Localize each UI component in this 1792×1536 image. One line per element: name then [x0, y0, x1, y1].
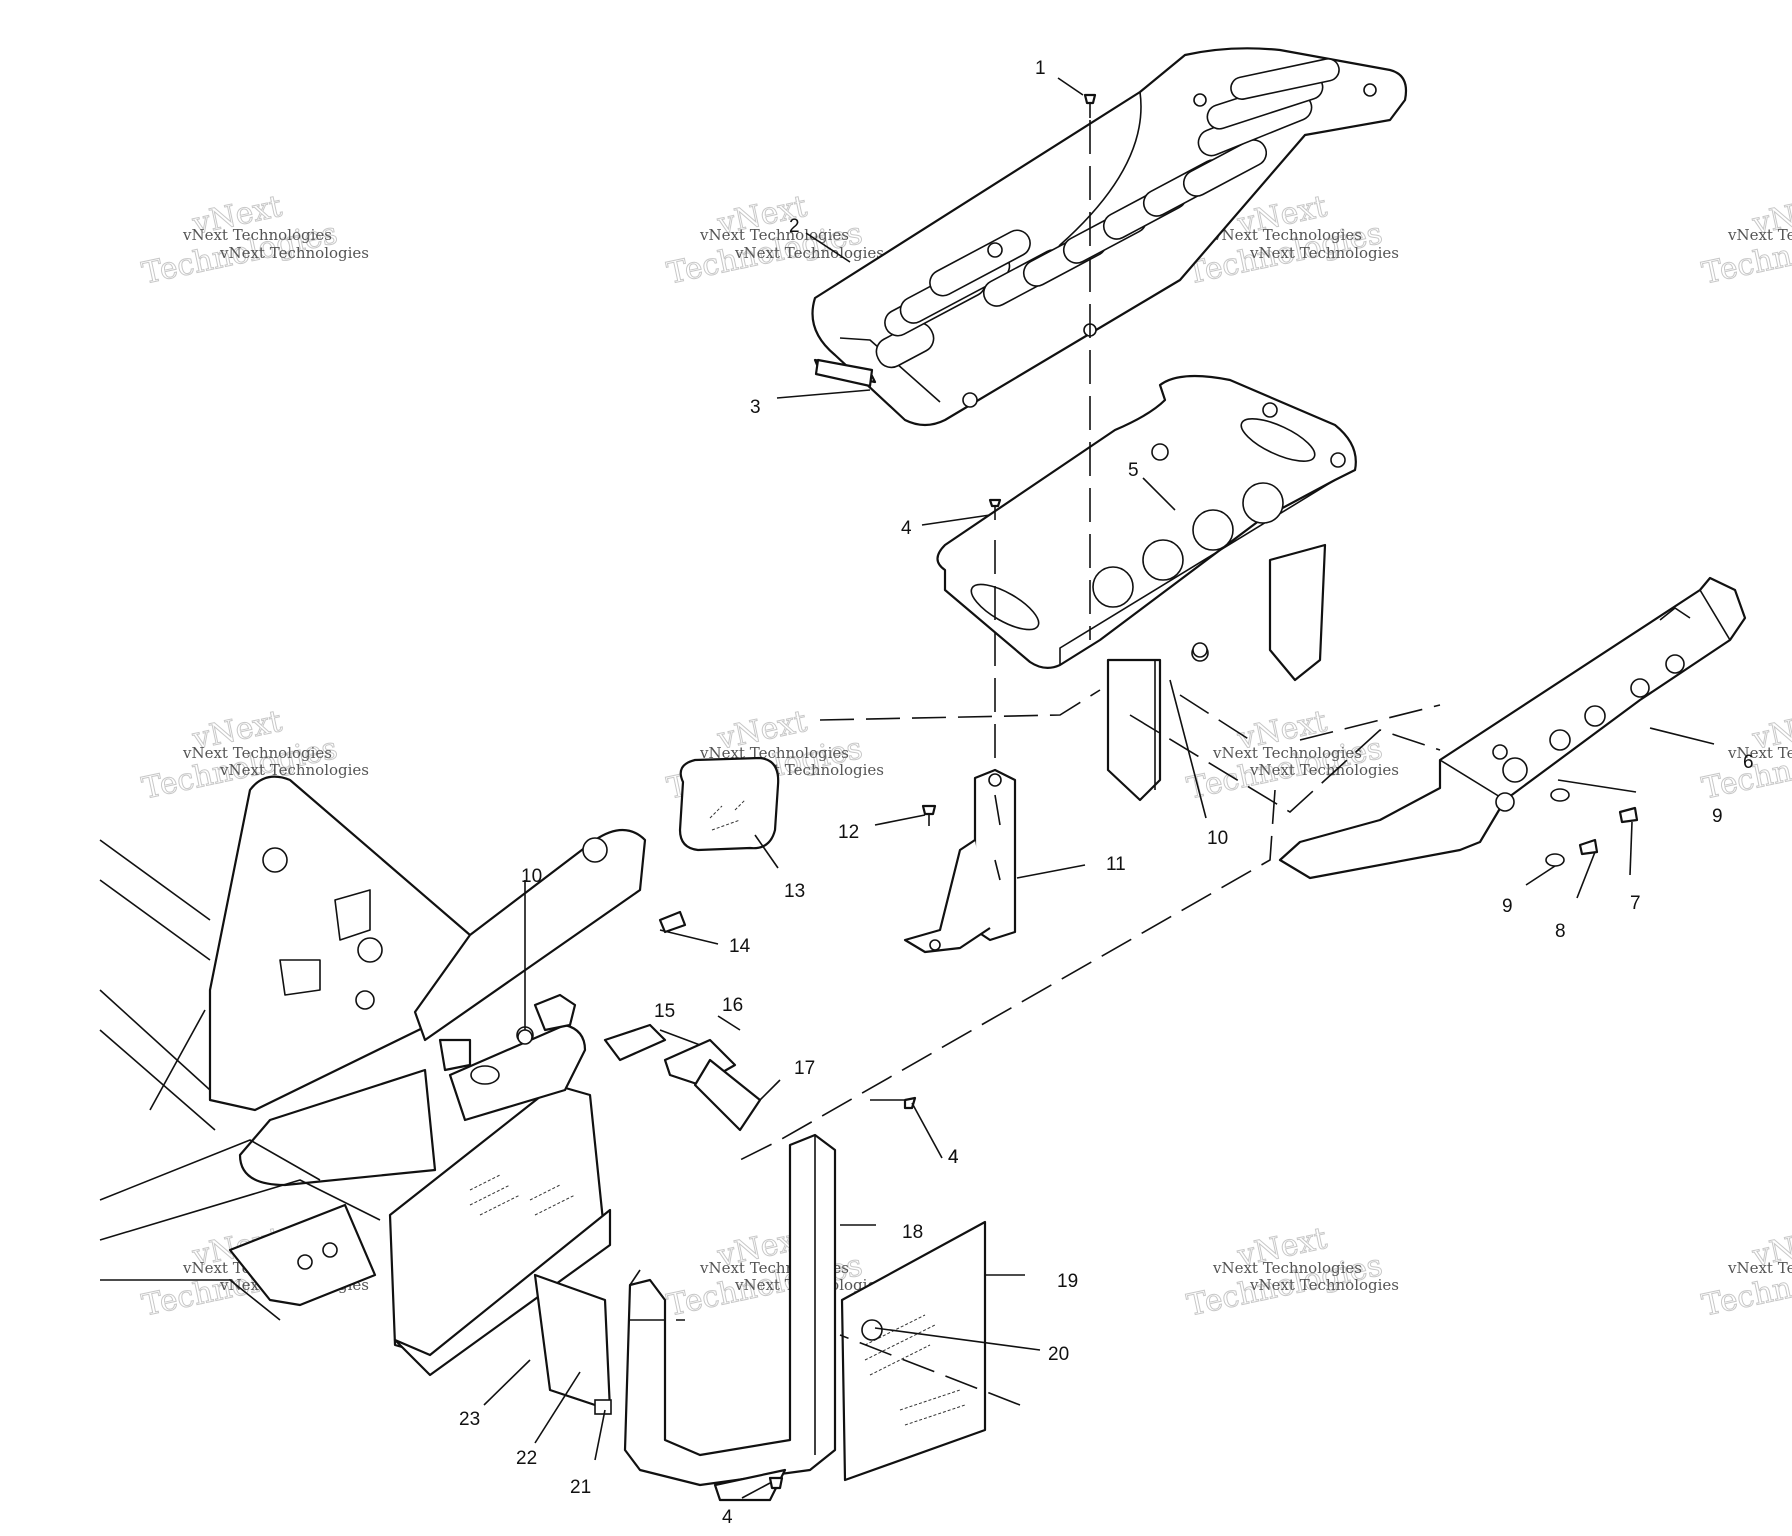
svg-text:vNext Technologies: vNext Technologies: [1212, 1259, 1362, 1277]
callout-3: 3: [750, 397, 761, 418]
callout-21: 21: [570, 1477, 591, 1498]
svg-text:vNext Technologies: vNext Technologies: [1212, 744, 1362, 762]
callout-11: 11: [1106, 854, 1126, 875]
radiator: [388, 1023, 612, 1377]
callout-2: 2: [789, 216, 800, 237]
callout-12: 12: [838, 822, 859, 843]
callout-18: 18: [902, 1222, 923, 1243]
callout-labels: 1 2 3 4 5 4 6 7 8 9 9 10 10 11 12 13 14 …: [459, 58, 1754, 1528]
leader-lines: [483, 77, 1715, 1499]
callout-4: 4: [948, 1147, 959, 1168]
callout-1: 1: [1035, 58, 1046, 79]
callout-19: 19: [1057, 1271, 1078, 1292]
svg-text:vNext Technologies: vNext Technologies: [182, 226, 332, 244]
callout-10: 10: [1207, 828, 1228, 849]
callout-9: 9: [1712, 806, 1723, 827]
svg-text:vNext Technologies: vNext Technologies: [1212, 226, 1362, 244]
callout-22: 22: [516, 1448, 537, 1469]
mud-flap: [533, 1273, 612, 1415]
front-bumper-bar: [623, 1133, 837, 1502]
rear-reflector: [813, 358, 877, 388]
svg-text:vNext Technologies: vNext Technologies: [1249, 761, 1399, 779]
svg-text:vNext Technologies: vNext Technologies: [734, 244, 884, 262]
svg-text:vNext Technologies: vNext Technologies: [182, 744, 332, 762]
callout-9: 9: [1502, 896, 1513, 917]
rack-slot-group: [875, 58, 1377, 408]
callout-13: 13: [784, 881, 805, 902]
callout-20: 20: [1048, 1344, 1069, 1365]
svg-text:vNext Technologies: vNext Technologies: [219, 761, 369, 779]
vehicle-frame: [99, 775, 647, 1321]
callout-4: 4: [901, 518, 912, 539]
svg-text:vNext Technologies: vNext Technologies: [1727, 1259, 1792, 1277]
rack-support-frame: [936, 374, 1357, 802]
tail-light: [678, 756, 780, 852]
svg-text:vNext Technologies: vNext Technologies: [1727, 226, 1792, 244]
svg-text:vNext Technologies: vNext Technologies: [219, 244, 369, 262]
svg-text:vNext Technologies: vNext Technologies: [1727, 744, 1792, 762]
callout-6: 6: [1743, 752, 1754, 773]
svg-text:vNext Technologies: vNext Technologies: [1249, 1276, 1399, 1294]
callout-7: 7: [1630, 893, 1641, 914]
callout-15: 15: [654, 1001, 675, 1022]
callout-16: 16: [722, 995, 743, 1016]
callout-4: 4: [948, 1147, 959, 1168]
grille-panel: [840, 1220, 987, 1482]
top-rack-plate: [811, 47, 1408, 427]
svg-text:vNext Technologies: vNext Technologies: [699, 744, 849, 762]
callout-8: 8: [1555, 921, 1566, 942]
light-bracket: [903, 768, 1017, 954]
callout-14: 14: [729, 936, 751, 957]
callout-17: 17: [794, 1058, 815, 1079]
callout-4: 4: [722, 1507, 733, 1528]
callout-5: 5: [1128, 460, 1139, 481]
rear-bumper: [1278, 576, 1747, 880]
callout-10: 10: [521, 866, 542, 887]
callout-23: 23: [459, 1409, 480, 1430]
svg-text:vNext Technologies: vNext Technologies: [1249, 244, 1399, 262]
assembly-lines: [630, 120, 1441, 1406]
svg-text:vNext Technologies: vNext Technologies: [699, 226, 849, 244]
